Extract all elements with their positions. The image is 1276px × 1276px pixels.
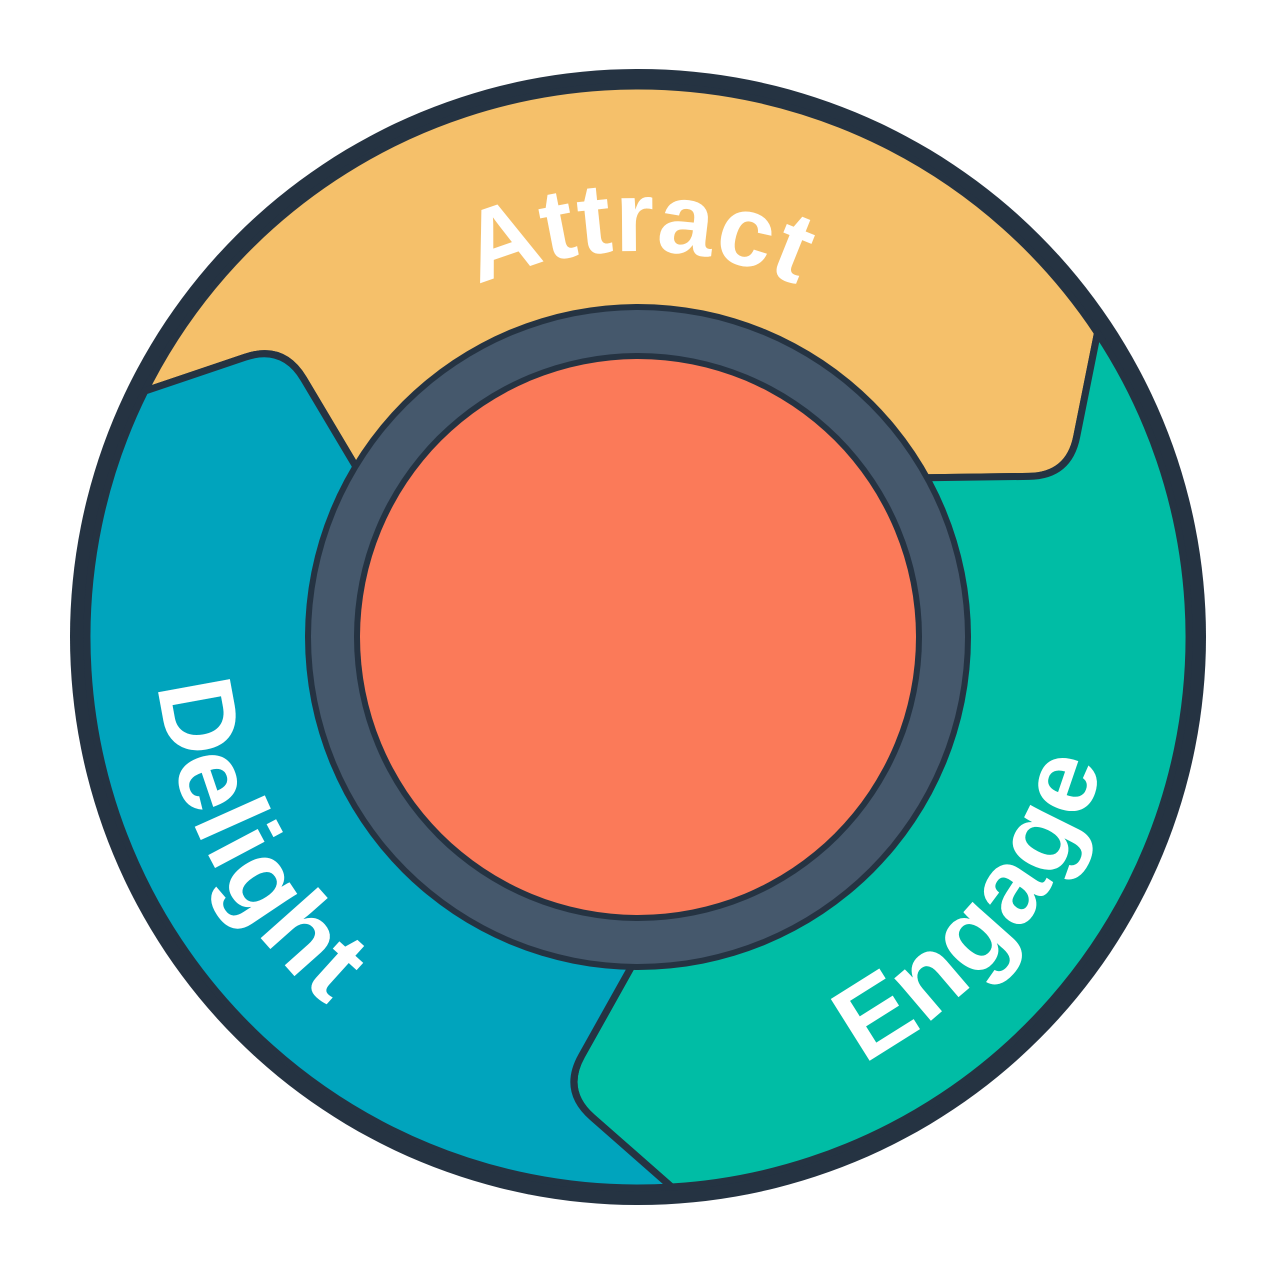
center-disc	[360, 359, 916, 915]
